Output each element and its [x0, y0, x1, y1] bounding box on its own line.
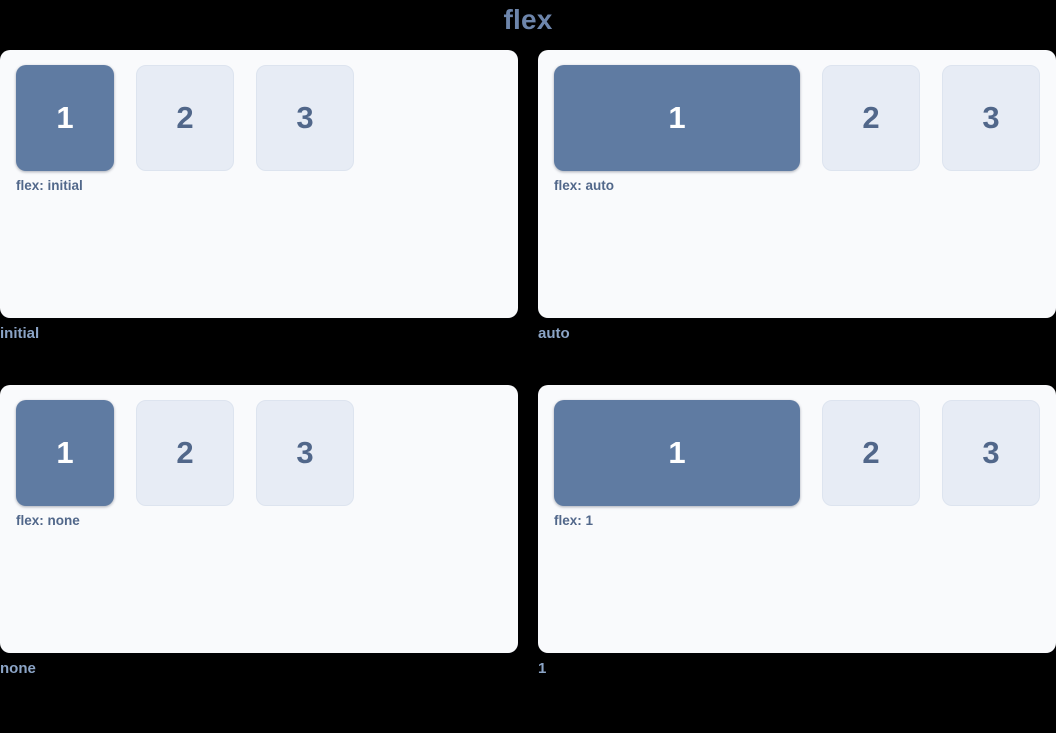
flex-container-one: 1 2 3 — [554, 400, 1040, 506]
flex-container-initial: 1 2 3 — [16, 65, 502, 171]
demo-panel-initial: 1 2 3 flex: initial — [0, 50, 518, 318]
flex-property-label: flex: 1 — [554, 513, 594, 528]
demo-caption-none: none — [0, 660, 36, 677]
page-title: flex — [503, 4, 553, 35]
flex-item-3: 3 — [942, 65, 1040, 171]
demo-caption-one: 1 — [538, 660, 547, 677]
flex-item-1: 1 — [554, 400, 800, 506]
flex-property-label: flex: none — [16, 513, 80, 528]
flex-item-2: 2 — [136, 400, 234, 506]
flex-item-1: 1 — [16, 65, 114, 171]
demo-cell-one: 1 2 3 flex: 1 1 — [538, 385, 1056, 677]
flex-item-2: 2 — [822, 400, 920, 506]
flex-item-3: 3 — [942, 400, 1040, 506]
demo-panel-auto: 1 2 3 flex: auto — [538, 50, 1056, 318]
flex-item-1: 1 — [554, 65, 800, 171]
flex-item-3: 3 — [256, 400, 354, 506]
flex-item-1: 1 — [16, 400, 114, 506]
demo-panel-one: 1 2 3 flex: 1 — [538, 385, 1056, 653]
demo-cell-initial: 1 2 3 flex: initial initial — [0, 50, 518, 342]
demo-caption-auto: auto — [538, 325, 570, 342]
flex-item-2: 2 — [136, 65, 234, 171]
demo-caption-initial: initial — [0, 325, 40, 342]
flex-item-2: 2 — [822, 65, 920, 171]
demo-panel-none: 1 2 3 flex: none — [0, 385, 518, 653]
flex-property-label: flex: auto — [554, 178, 615, 193]
flex-container-auto: 1 2 3 — [554, 65, 1040, 171]
flex-container-none: 1 2 3 — [16, 400, 502, 506]
flex-item-3: 3 — [256, 65, 354, 171]
demo-grid: 1 2 3 flex: initial initial 1 2 3 flex: … — [0, 50, 1056, 677]
flex-property-label: flex: initial — [16, 178, 83, 193]
demo-cell-auto: 1 2 3 flex: auto auto — [538, 50, 1056, 342]
demo-cell-none: 1 2 3 flex: none none — [0, 385, 518, 677]
